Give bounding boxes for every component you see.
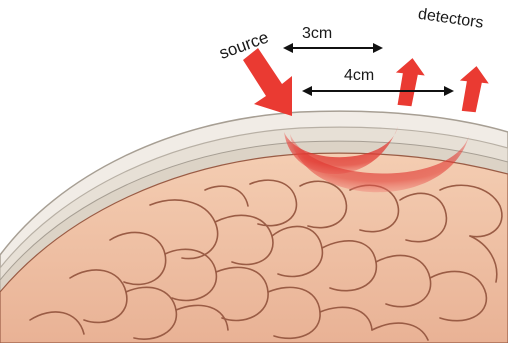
head-cross-section (0, 111, 508, 343)
source-arrow-icon (243, 48, 292, 116)
detectors-label: detectors (417, 6, 485, 32)
distance-4cm-label: 4cm (344, 67, 374, 84)
detector-arrow-near-icon (393, 57, 427, 108)
detector-arrow-far-icon (457, 65, 491, 114)
distance-3cm-label: 3cm (302, 25, 332, 42)
